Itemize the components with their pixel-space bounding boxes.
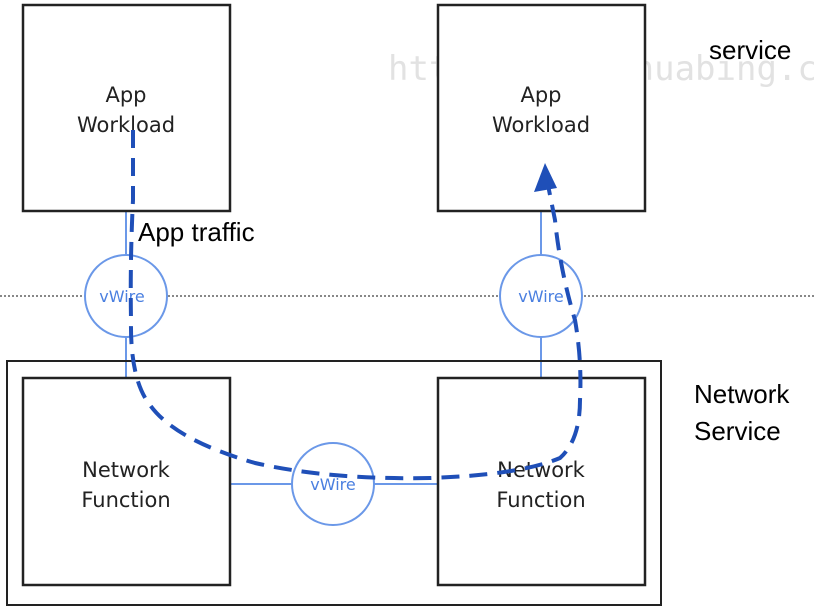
app-workload-left: App Workload — [21, 3, 232, 213]
app-workload-right-line2: Workload — [492, 113, 590, 137]
network-function-left-line1: Network — [82, 458, 171, 482]
network-function-right-box — [436, 376, 647, 587]
vwire-right-label: vWire — [518, 287, 563, 306]
app-workload-left-line1: App — [105, 83, 146, 107]
app-traffic-arrowhead — [534, 163, 557, 192]
vwire-left-label: vWire — [99, 287, 144, 306]
vwire-right: vWire — [499, 254, 583, 338]
vwire-middle: vWire — [291, 442, 375, 526]
network-service-container — [6, 360, 662, 606]
app-traffic-label: App traffic — [138, 217, 255, 247]
network-function-right: Network Function — [436, 376, 647, 587]
network-service-label-line1: Network — [694, 379, 790, 409]
app-workload-right-line1: App — [520, 83, 561, 107]
vwire-middle-circle — [291, 442, 375, 526]
network-function-left-line2: Function — [81, 488, 170, 512]
service-label: service — [709, 35, 791, 65]
app-workload-left-box — [21, 3, 232, 213]
wire-connectors — [125, 211, 542, 485]
network-function-left: Network Function — [21, 376, 232, 587]
vwire-right-circle — [499, 254, 583, 338]
network-function-left-box — [21, 376, 232, 587]
app-workload-left-line2: Workload — [77, 113, 175, 137]
network-service-label-line2: Service — [694, 416, 781, 446]
network-function-right-line2: Function — [496, 488, 585, 512]
vwire-left: vWire — [84, 254, 168, 338]
vwire-left-circle — [84, 254, 168, 338]
vwire-middle-label: vWire — [310, 475, 355, 494]
app-traffic-path — [128, 130, 583, 481]
